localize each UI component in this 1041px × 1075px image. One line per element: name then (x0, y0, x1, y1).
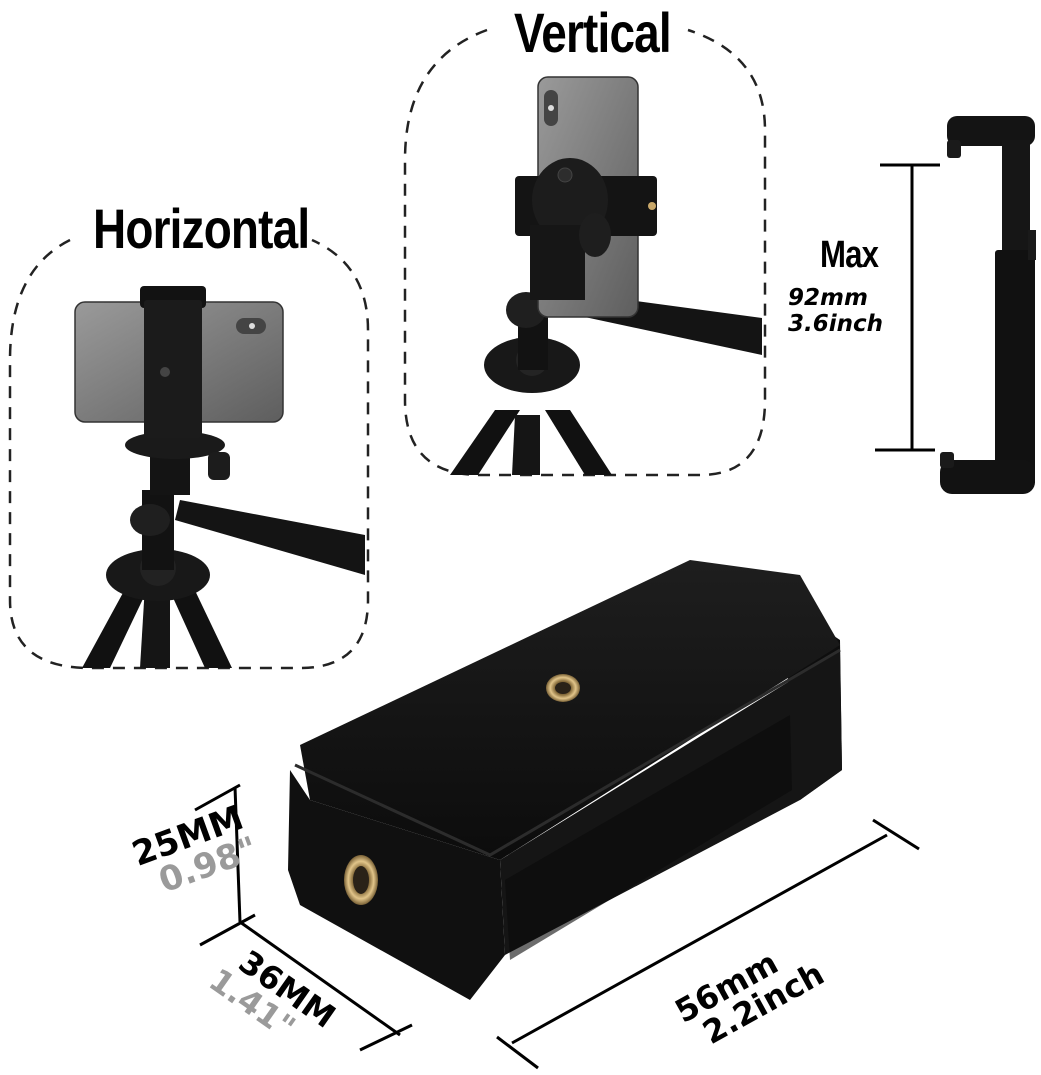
width-dimension-line (496, 818, 920, 1070)
vertical-label: Vertical (514, 1, 672, 64)
side-clamp-illustration (940, 116, 1036, 494)
vertical-panel-border (403, 28, 767, 477)
max-range-dimension-line (875, 163, 940, 452)
max-range-mm: 92mm (788, 285, 868, 311)
main-clamp-illustration (288, 560, 842, 1000)
horizontal-panel-border (8, 238, 370, 670)
horizontal-tripod-illustration (74, 286, 365, 668)
depth-dimension-line (239, 920, 413, 1052)
max-label: Max (820, 234, 879, 276)
horizontal-label: Horizontal (93, 197, 310, 260)
max-range-inch: 3.6inch (788, 311, 884, 337)
vertical-tripod-illustration (450, 76, 762, 475)
max-range-text: 92mm 3.6inch (788, 285, 883, 337)
height-dimension-line (194, 783, 256, 947)
